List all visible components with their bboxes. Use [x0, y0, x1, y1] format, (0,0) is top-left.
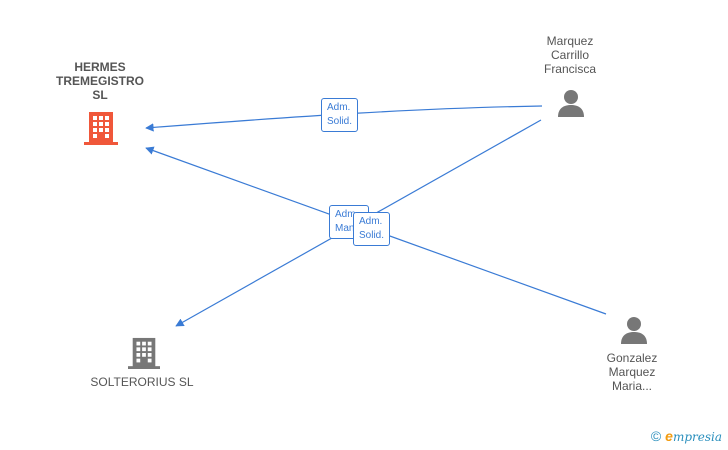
label-line: Marquez: [608, 365, 656, 379]
person-icon[interactable]: [619, 315, 649, 345]
node-label-marquez-carrillo[interactable]: Marquez Carrillo Francisca: [520, 34, 620, 76]
label-line: SOLTERORIUS SL: [90, 375, 194, 389]
edge-label-gonzalez-hermes[interactable]: Adm. Solid.: [353, 212, 391, 246]
person-icon[interactable]: [556, 88, 586, 118]
node-label-solterorius[interactable]: SOLTERORIUS SL: [72, 375, 212, 389]
building-icon[interactable]: [128, 335, 160, 371]
edge-label-line: Adm.: [327, 102, 351, 113]
copyright-icon: ©: [650, 428, 662, 444]
label-line: Maria...: [611, 379, 652, 393]
edge-label-line: Solid.: [359, 230, 385, 241]
edge-label-line: Adm.: [359, 216, 383, 227]
label-line: Marquez: [546, 34, 594, 48]
node-label-gonzalez-marquez[interactable]: Gonzalez Marquez Maria...: [582, 351, 682, 393]
label-line: SL: [92, 88, 108, 102]
brand-logo[interactable]: © empresia: [651, 428, 722, 444]
label-line: TREMEGISTRO: [55, 74, 144, 88]
building-icon[interactable]: [84, 110, 118, 146]
label-line: Gonzalez: [606, 351, 658, 365]
edge-label-line: Man...: [335, 223, 363, 234]
brand-name: mpresia: [672, 430, 722, 444]
label-line: Francisca: [543, 62, 596, 76]
edge-label-marquez-hermes[interactable]: Adm. Solid.: [321, 98, 359, 132]
brand-e: e: [665, 428, 673, 444]
label-line: Carrillo: [550, 48, 589, 62]
node-label-hermes[interactable]: HERMES TREMEGISTRO SL: [40, 60, 160, 102]
edge-label-line: Adm.: [335, 209, 359, 220]
label-line: HERMES: [74, 60, 126, 74]
edge-label-line: Solid.: [327, 116, 353, 127]
